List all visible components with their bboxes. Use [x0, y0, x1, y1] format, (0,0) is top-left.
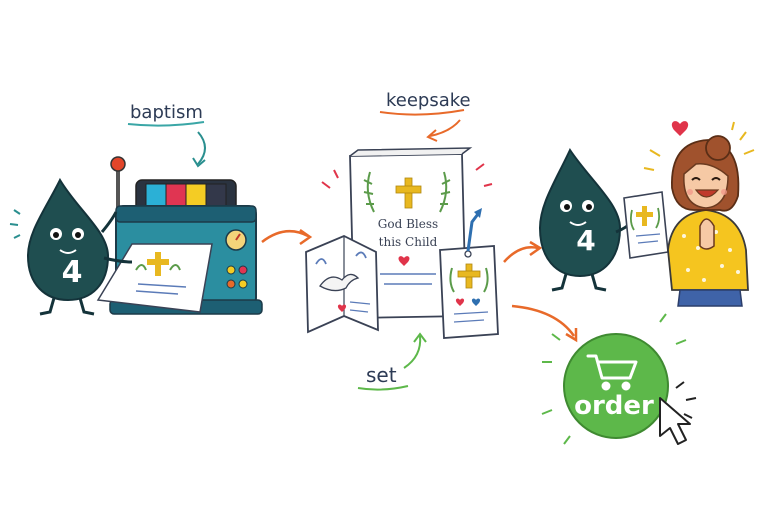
cross-icon — [457, 263, 481, 289]
heart-icon — [455, 298, 465, 306]
cross-icon — [636, 206, 653, 226]
label-set: set — [357, 332, 427, 391]
leaf-icon — [169, 264, 181, 271]
mascot-number: 4 — [576, 224, 595, 257]
card-set: keepsake God Bless this Child — [305, 90, 499, 391]
mascot-drop-left: 4 — [9, 177, 133, 316]
label-baptism: baptism — [127, 102, 206, 168]
arrow-cards-to-order — [511, 304, 578, 343]
mascot-number: 4 — [62, 255, 83, 290]
label-baptism-text: baptism — [130, 102, 203, 123]
heart-icon — [337, 304, 347, 312]
heart-icon — [398, 256, 410, 266]
clasped-hands — [699, 218, 715, 250]
hair-bun — [705, 135, 731, 161]
bookmark-ribbon — [466, 213, 480, 252]
cross-icon — [147, 252, 169, 276]
cross-icon — [395, 177, 422, 209]
printer-button — [238, 265, 248, 275]
printer-button — [226, 279, 236, 289]
printer-button — [238, 279, 248, 289]
cart-icon — [586, 354, 638, 391]
order-button-label: order — [574, 391, 654, 421]
label-keepsake: keepsake — [379, 90, 471, 142]
happy-customer — [643, 121, 755, 307]
keepsake-card-line2: this Child — [379, 235, 438, 249]
arrow-printer-to-cards — [261, 228, 313, 246]
printer-button — [226, 265, 236, 275]
mascot-drop-right: 4 — [538, 147, 634, 292]
printer-lever-knob — [110, 156, 126, 172]
printer-scene: 4 baptism — [9, 102, 263, 316]
cursor-icon — [659, 381, 697, 445]
keepsake-card-line1: God Bless — [378, 217, 438, 231]
keepsake-card: God Bless this Child — [349, 147, 473, 319]
dove-icon — [319, 273, 360, 292]
held-card — [623, 191, 669, 259]
order-button[interactable]: order — [541, 313, 687, 445]
leaf-icon — [135, 264, 147, 271]
heart-icon — [671, 121, 689, 136]
label-set-text: set — [366, 363, 397, 387]
arrow-baptism — [197, 131, 206, 165]
customer-scene: 4 — [538, 121, 755, 307]
heart-icon — [471, 298, 481, 306]
arrow-cards-to-customer — [503, 240, 543, 263]
bookmark-card — [439, 208, 499, 339]
label-keepsake-text: keepsake — [386, 90, 471, 111]
folded-card — [305, 235, 379, 334]
